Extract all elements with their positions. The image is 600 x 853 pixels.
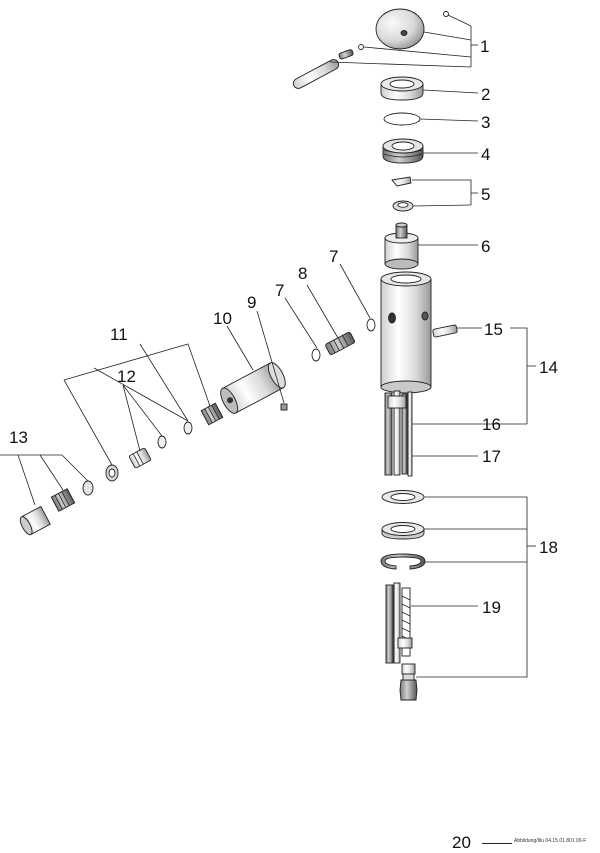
- part-6-cartridge: [384, 222, 419, 270]
- part-18-washers: [380, 490, 426, 570]
- leader-lines-19: [411, 562, 528, 678]
- callout-11: 11: [110, 325, 128, 344]
- callout-6: 6: [481, 237, 490, 256]
- part-16-rods: [384, 390, 408, 476]
- part-1-handle: [292, 8, 449, 89]
- callout-17: 17: [482, 447, 501, 466]
- callout-7-left: 7: [275, 281, 284, 300]
- main-body-column: [380, 271, 432, 394]
- callout-4: 4: [481, 145, 490, 164]
- callout-10: 10: [213, 309, 232, 328]
- part-15-pin: [432, 324, 458, 338]
- callout-2: 2: [481, 85, 490, 104]
- callout-3: 3: [481, 113, 490, 132]
- leader-line-2: [422, 89, 479, 94]
- part-13-parts: [19, 480, 94, 536]
- callout-5: 5: [481, 185, 490, 204]
- callout-12: 12: [117, 367, 136, 386]
- part-12-parts: [129, 435, 167, 469]
- leader-lines-5: [412, 179, 478, 207]
- part-2-cap-ring: [380, 76, 424, 101]
- part-19-lower-rods: [385, 582, 418, 701]
- callout-9: 9: [247, 293, 256, 312]
- part-17-tube: [407, 391, 413, 477]
- part-4-threaded-nut: [382, 138, 424, 164]
- callout-13: 13: [9, 428, 28, 447]
- part-11-parts: [105, 402, 224, 482]
- part-9-screw: [280, 403, 288, 411]
- part-8-valve: [325, 331, 356, 356]
- leader-lines-left: [0, 263, 371, 506]
- part-10-housing: [220, 362, 286, 414]
- callout-15: 15: [484, 320, 503, 339]
- part-7-o-rings: [311, 318, 376, 362]
- callout-1: 1: [480, 37, 489, 56]
- leader-lines-1: [329, 14, 478, 68]
- callout-16: 16: [482, 415, 501, 434]
- part-5-clip-and-ring: [391, 176, 414, 212]
- page-number: 20: [452, 833, 471, 852]
- part-3-o-ring: [383, 112, 421, 126]
- callout-18: 18: [539, 538, 558, 557]
- leader-lines-14-15: [412, 327, 536, 425]
- leader-line-3: [419, 118, 479, 122]
- callout-7-right: 7: [329, 247, 338, 266]
- callout-14: 14: [539, 358, 558, 377]
- document-code: Abbildung/Illu 04.15.01 801 00-F: [514, 838, 587, 844]
- callout-8: 8: [298, 264, 307, 283]
- callout-19: 19: [482, 598, 501, 617]
- footer-divider: [482, 843, 512, 844]
- callout-numbers: 1 2 3 4 5 6 7 7 8 9 10 11 12 13 14 15 16…: [9, 37, 558, 617]
- leader-lines-18: [424, 496, 536, 563]
